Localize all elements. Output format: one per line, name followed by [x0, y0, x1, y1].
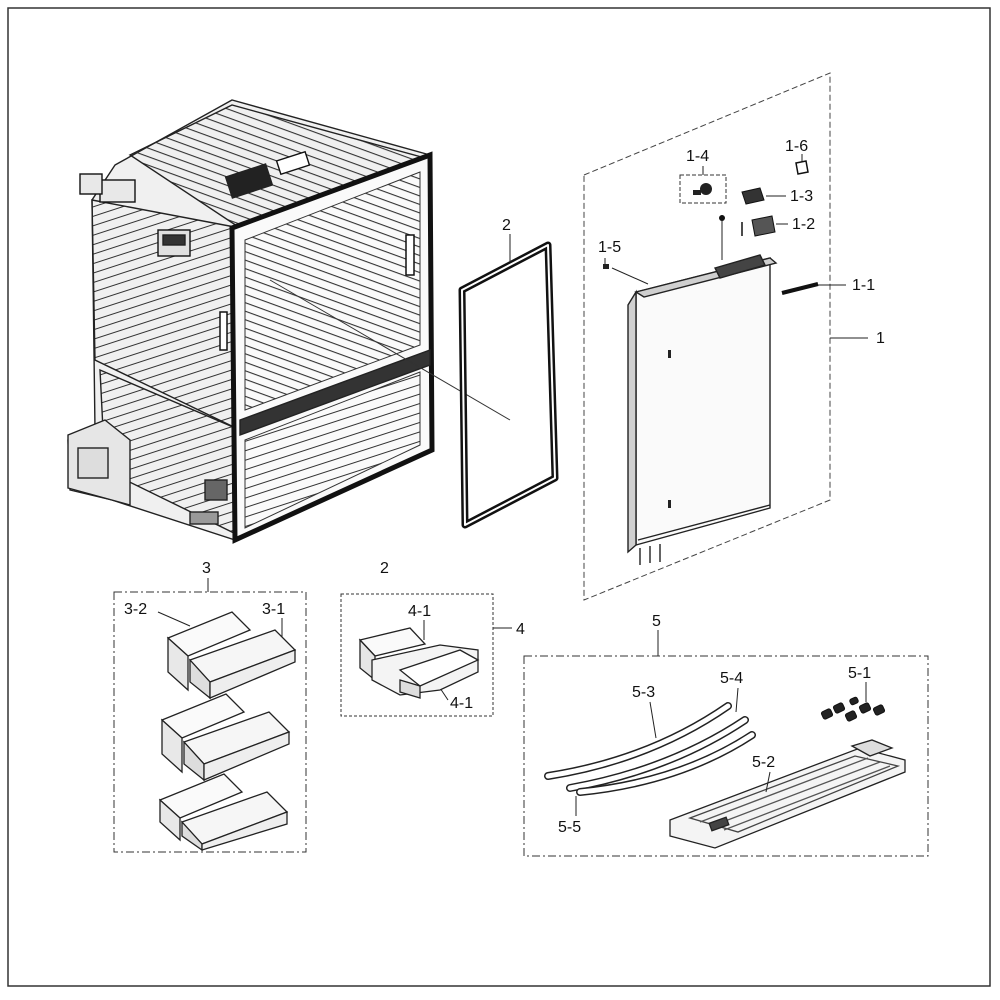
- label-1-2: 1-2: [792, 216, 815, 233]
- part-5-2-tray: [669, 739, 906, 849]
- part-4-boundary: [340, 593, 494, 717]
- label-3-2: 3-2: [124, 601, 147, 618]
- label-1-4: 1-4: [686, 148, 709, 165]
- refrigerator-door: [627, 254, 778, 565]
- leader-5-2: [765, 771, 771, 793]
- label-5: 5: [652, 613, 661, 630]
- label-5-5: 5-5: [558, 819, 581, 836]
- label-1: 1: [876, 330, 885, 347]
- part-1-4-group: [679, 166, 727, 260]
- label-5-3: 5-3: [632, 684, 655, 701]
- part-5-4-tube: [566, 716, 749, 792]
- leader-gasket-to-cabinet: [269, 279, 511, 421]
- part-1-2-hinge: [741, 215, 788, 237]
- label-4-1-bottom: 4-1: [450, 695, 473, 712]
- part-4-bin: [358, 627, 480, 699]
- part-5-3-tube: [544, 702, 732, 780]
- label-2-bin: 2: [380, 560, 389, 577]
- label-4: 4: [516, 621, 525, 638]
- label-1-5: 1-5: [598, 239, 621, 256]
- door-bin-1: [166, 611, 297, 700]
- label-1-6: 1-6: [785, 138, 808, 155]
- label-1-3: 1-3: [790, 188, 813, 205]
- leader-3-2: [157, 611, 191, 627]
- label-2-gasket: 2: [502, 217, 511, 234]
- leader-5-3: [649, 701, 657, 739]
- label-5-4: 5-4: [720, 670, 743, 687]
- label-1-1: 1-1: [852, 277, 875, 294]
- diagram-frame: [7, 7, 991, 987]
- refrigerator-cabinet: [67, 99, 435, 544]
- label-5-2: 5-2: [752, 754, 775, 771]
- part-1-5-pin: [603, 258, 649, 285]
- label-3-1: 3-1: [262, 601, 285, 618]
- part-3-boundary: [113, 591, 307, 853]
- door-bin-3: [158, 773, 289, 852]
- door-assembly-boundary: [583, 72, 831, 601]
- door-gasket: [458, 241, 559, 529]
- label-4-1-top: 4-1: [408, 603, 431, 620]
- part-1-6-clip: [795, 154, 809, 175]
- part-5-5-tube: [576, 731, 756, 796]
- label-5-1: 5-1: [848, 665, 871, 682]
- label-3: 3: [202, 560, 211, 577]
- part-1-3-cap: [741, 187, 786, 205]
- part-5-1-fittings: [820, 696, 886, 722]
- leader-5-4: [735, 687, 739, 713]
- door-bin-2: [160, 693, 291, 782]
- part-1-1-spring: [781, 282, 846, 295]
- part-5-boundary: [523, 655, 929, 857]
